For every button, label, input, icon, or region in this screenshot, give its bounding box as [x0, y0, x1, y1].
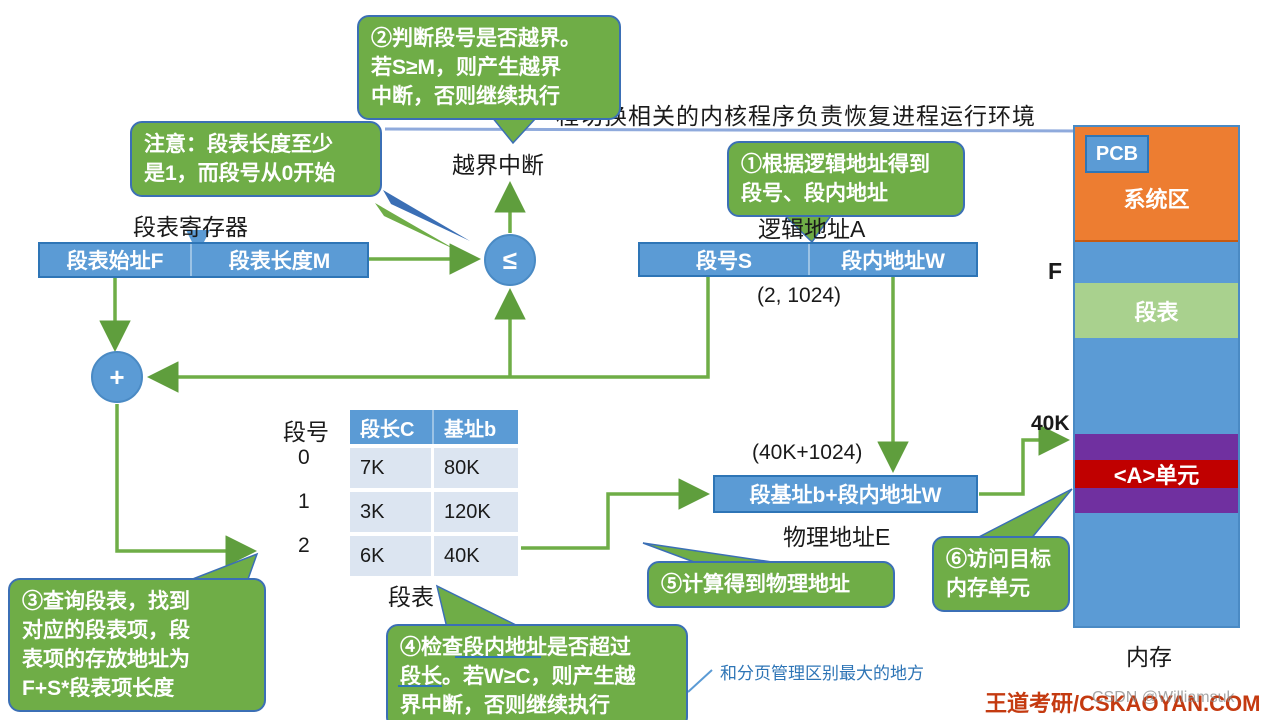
interrupt-label: 越界中断 — [452, 152, 544, 178]
register-length-cell: 段表长度M — [190, 244, 367, 276]
segment-register-title: 段表寄存器 — [133, 214, 248, 240]
paging-diff-note: 和分页管理区别最大的地方 — [720, 664, 924, 683]
table-row: 7K 80K — [350, 448, 518, 488]
segtable-row-id: 2 — [298, 534, 310, 557]
physical-address-label: 物理地址E — [783, 524, 891, 550]
segtable-cell: 3K — [350, 492, 434, 532]
logical-address-value: (2, 1024) — [757, 284, 842, 307]
segnum-to-adder-arrow — [147, 276, 710, 393]
underline-decoration — [398, 663, 442, 687]
segtable-cell: 40K — [434, 536, 518, 576]
segtable-col-length: 段长C — [350, 410, 434, 444]
logical-address-title: 逻辑地址A — [758, 216, 866, 242]
segment-table: 段长C 基址b 7K 80K 3K 120K 6K 40K — [350, 410, 518, 576]
csdn-watermark: CSDN @Williamsuk — [1092, 689, 1235, 706]
adder-to-table-row-arrow — [115, 404, 257, 567]
segtable-row-id: 1 — [298, 490, 310, 513]
callout-step4: ④检查段内地址是否超过 段长。若W≥C，则产生越 界中断，否则继续执行 — [386, 624, 688, 720]
callout-step3: ③查询段表，找到 对应的段表项，段 表项的存放地址为 F+S*段表项长度 — [8, 578, 266, 712]
segtable-row-header: 段号 — [283, 419, 329, 445]
compute-box-text: 段基址b+段内地址W — [749, 484, 942, 507]
underline-decoration — [455, 634, 541, 658]
segtable-cell: 6K — [350, 536, 434, 576]
pcb-box: PCB — [1085, 135, 1149, 173]
memory-target-unit: <A>单元 — [1075, 460, 1238, 488]
physical-address-value: (40K+1024) — [752, 441, 863, 464]
kernel-restore-note: 程切换相关的内核程序负责恢复进程运行环境 — [556, 103, 1036, 129]
callout-step1: ①根据逻辑地址得到 段号、段内地址 — [727, 141, 965, 217]
segtable-col-base: 基址b — [434, 410, 518, 444]
note-pointer-green — [375, 203, 458, 251]
memory-purple-band-top — [1075, 434, 1238, 460]
table-to-compute-arrow — [521, 478, 710, 550]
segment-register-box: 段表始址F 段表长度M — [38, 242, 369, 278]
compute-box: 段基址b+段内地址W — [713, 475, 978, 513]
compute-to-memory-arrow — [979, 424, 1070, 496]
step6-tail — [972, 488, 1073, 541]
register-base-cell: 段表始址F — [66, 250, 164, 273]
note-pointer-blue — [383, 190, 470, 241]
table-row: 6K 40K — [350, 536, 518, 576]
segtable-cell: 120K — [434, 492, 518, 532]
callout-note: 注意：段表长度至少 是1，而段号从0开始 — [130, 121, 382, 197]
segtable-caption: 段表 — [388, 584, 434, 610]
memory-label: 内存 — [1126, 644, 1172, 670]
brand-watermark: 王道考研/CSKAOYAN.COM — [985, 691, 1261, 716]
callout-step6: ⑥访问目标 内存单元 — [932, 536, 1070, 612]
segment-offset-cell: 段内地址W — [808, 244, 976, 275]
segtable-row-id: 0 — [298, 446, 310, 469]
segtable-base-f-label: F — [1048, 258, 1063, 284]
segment-base-40k-label: 40K — [1031, 412, 1070, 435]
step4-tail — [435, 584, 523, 629]
pcb-restore-line — [384, 127, 1086, 133]
memory-segtable-area: 段表 — [1075, 283, 1238, 338]
segtable-cell: 80K — [434, 448, 518, 488]
logical-address-box: 段号S 段内地址W — [638, 242, 978, 277]
segtable-cell: 7K — [350, 448, 434, 488]
table-row: 3K 120K — [350, 492, 518, 532]
segtable-header-row: 段长C 基址b — [350, 410, 518, 444]
diff-note-line — [687, 669, 713, 693]
segment-number-cell: 段号S — [695, 249, 752, 273]
callout-step2: ②判断段号是否越界。 若S≥M，则产生越界 中断，否则继续执行 — [357, 15, 621, 120]
comparator-circle: ≤ — [484, 234, 536, 286]
memory-purple-band-bottom — [1075, 488, 1238, 513]
memory-column: 系统区 PCB 段表 <A>单元 — [1073, 125, 1240, 628]
adder-circle: + — [91, 351, 143, 403]
callout-step5: ⑤计算得到物理地址 — [647, 561, 895, 608]
